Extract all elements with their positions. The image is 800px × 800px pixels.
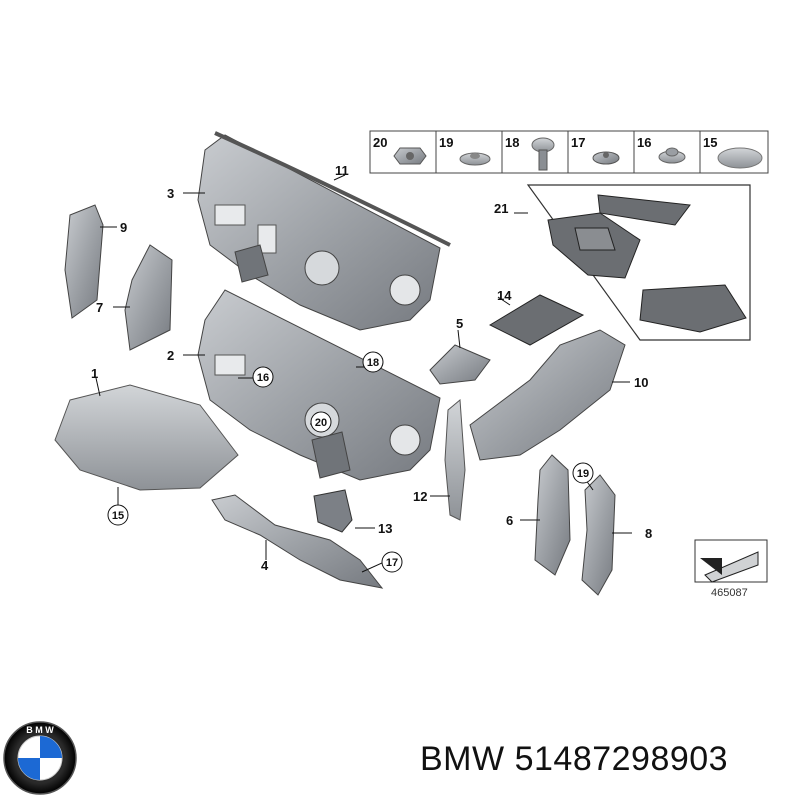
callout-6: 6: [506, 513, 513, 528]
nut-20-icon: [393, 147, 427, 165]
svg-text:16: 16: [257, 372, 269, 384]
strip-label-17: 17: [571, 135, 585, 150]
nut-17-icon: [592, 151, 620, 165]
circled-callout-20: 20: [310, 411, 332, 433]
diagram-number: 465087: [711, 587, 748, 599]
circled-callout-17: 17: [381, 551, 403, 573]
circled-callout-16: 16: [252, 366, 274, 388]
part-13: [313, 489, 353, 533]
callout-4: 4: [261, 558, 269, 573]
svg-text:19: 19: [577, 468, 589, 480]
strip-label-16: 16: [637, 135, 651, 150]
callout-13: 13: [378, 521, 392, 536]
callout-3: 3: [167, 186, 174, 201]
panel-1: [54, 384, 239, 491]
callout-2: 2: [167, 348, 174, 363]
bracket-9: [64, 204, 104, 319]
bracket-8: [581, 474, 616, 596]
part-12: [444, 398, 466, 521]
strip-label-18: 18: [505, 135, 519, 150]
part-10: [469, 329, 626, 461]
part-number: 51487298903: [514, 740, 729, 778]
strip-label-15: 15: [703, 135, 717, 150]
callout-9: 9: [120, 220, 127, 235]
pad-14: [488, 294, 585, 346]
circled-callout-15: 15: [107, 504, 129, 526]
bracket-6: [534, 454, 571, 576]
insulation-kit-21: [526, 184, 751, 341]
strip-label-20: 20: [373, 135, 387, 150]
bulkhead-3: [197, 134, 441, 331]
callout-1: 1: [91, 366, 98, 381]
callout-5: 5: [456, 316, 463, 331]
clip-19-icon: [459, 152, 491, 166]
clip-16-icon: [658, 147, 686, 164]
callout-14: 14: [497, 288, 512, 303]
callout-21: 21: [494, 201, 508, 216]
bracket-7: [124, 244, 173, 351]
leader-lines: [95, 174, 632, 573]
part-4: [211, 494, 384, 589]
trim-strip-11: [214, 131, 451, 247]
brand-name: BMW: [420, 740, 505, 778]
rivet-18-icon: [531, 137, 555, 171]
callout-7: 7: [96, 300, 103, 315]
callout-8: 8: [645, 526, 652, 541]
strip-label-19: 19: [439, 135, 453, 150]
callout-10: 10: [634, 375, 648, 390]
cap-15-icon: [717, 147, 763, 169]
bmw-logo-icon: B M W: [3, 721, 77, 795]
reference-thumbnail: [694, 539, 768, 583]
callout-12: 12: [413, 489, 427, 504]
circled-callout-19: 19: [572, 462, 594, 484]
svg-text:18: 18: [367, 357, 379, 369]
svg-text:17: 17: [386, 557, 398, 569]
circled-callout-18: 18: [362, 351, 384, 373]
svg-text:15: 15: [112, 510, 124, 522]
callout-11: 11: [335, 163, 349, 178]
svg-text:B M W: B M W: [26, 725, 54, 735]
fastener-strip: 20 19 18 17 16 15: [369, 130, 769, 174]
part-5: [429, 344, 491, 385]
svg-text:20: 20: [315, 417, 327, 429]
